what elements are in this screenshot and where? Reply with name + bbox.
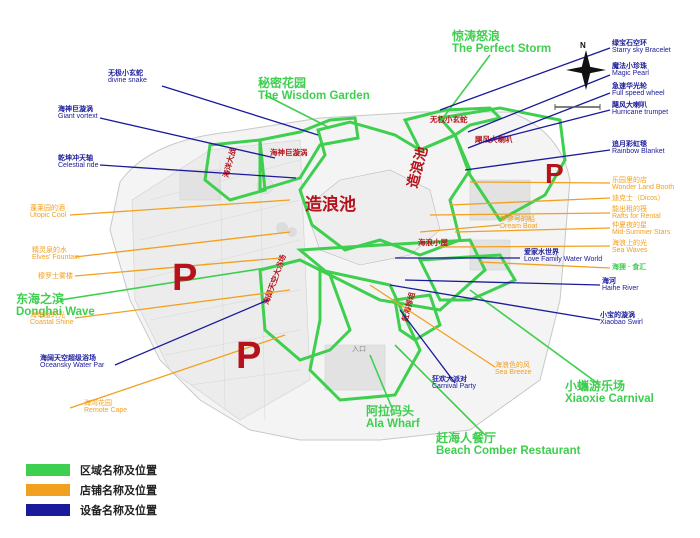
shop-elves-fountain: 精灵泉的水 Elves' Fountain	[32, 247, 80, 262]
parking-marker: P	[545, 158, 564, 189]
svg-text:海神巨漩涡: 海神巨漩涡	[270, 147, 308, 157]
zone-wisdom-garden: 秘密花园 The Wisdom Garden	[258, 76, 370, 102]
parking-marker: P	[236, 335, 262, 377]
zone-perfect-storm: 惊涛怒浪 The Perfect Storm	[452, 29, 552, 55]
shop-dicos: 迪克士（Dicos）	[612, 195, 665, 202]
legend-zone: 区域名称及位置	[26, 463, 157, 477]
shop-haili-food: 海狸 · 食汇	[612, 264, 647, 271]
wave-pool-label: 造浪池	[305, 195, 356, 214]
shop-utopic-cool: 蓬莱园的酒 Utopic Cool	[30, 205, 67, 220]
legend-swatch-zone	[26, 464, 70, 476]
ride-carnival-party: 狂欢大派对 Carnival Party	[432, 376, 476, 391]
legend-swatch-ride	[26, 504, 70, 516]
parking-marker: P	[172, 257, 198, 299]
ride-giant-vortex: 海神巨漩涡 Giant vortext	[58, 106, 98, 121]
legend-ride: 设备名称及位置	[26, 503, 157, 517]
ride-rainbow-blanket: 追月彩虹毯 Rainbow Blanket	[612, 141, 665, 156]
ride-starry-sky-bracelet: 绿宝石空环 Starry sky Bracelet	[612, 40, 671, 55]
scale-bar	[554, 104, 601, 110]
zone-leaders	[59, 54, 601, 436]
ride-haihe-river: 海河 Haihe River	[602, 278, 639, 293]
ride-divine-snake: 无极小玄蛇 divine snake	[108, 70, 147, 85]
shop-mid-summer-stars: 仲夏夜的星 Mid-Summer Stars	[612, 222, 671, 237]
shop-leaders	[69, 181, 611, 409]
shop-sea-waves: 海浪上的光 Sea Waves	[612, 240, 648, 255]
ride-oceansky-water-park: 海阔天空超级浴场 Oceansky Water Par	[40, 355, 105, 370]
shop-coastal-shine: 海市蜃的光 Coastal Shine	[30, 312, 74, 327]
ride-full-speed-wheel: 急速华光轮 Full speed wheel	[612, 83, 665, 98]
ride-love-family-water-world: 爱家水世界 Love Family Water World	[524, 249, 603, 264]
shop-sea-breeze: 海浪色的风 Sea Breeze	[495, 362, 532, 377]
shop-wonder-land-booth: 乐园里的店 Wonder Land Booth	[612, 177, 675, 192]
entrance-label: 入口	[352, 346, 366, 353]
zone-donghai-wave: 东海之滨 Donghai Wave	[16, 292, 95, 318]
ride-leaders	[99, 47, 611, 384]
zone-xiaoxie-carnival: 小蠵游乐场 Xiaoxie Carnival	[565, 379, 654, 405]
shop-rafts-for-rental: 能出租的筏 Rafts for Rental	[612, 206, 661, 221]
compass-icon: N	[566, 41, 606, 90]
ride-celestial-ride: 乾坤冲天轴 Celestial ride	[58, 155, 99, 170]
shop-mulos-mist: 穆罗士雾楼	[38, 273, 73, 280]
shop-remote-cape: 海湾花园 Remote Cape	[84, 400, 128, 415]
svg-text:无极小玄蛇: 无极小玄蛇	[429, 114, 468, 124]
ride-xiaobao-swirl: 小宝的漩涡 Xiaobao Swirl	[600, 312, 643, 327]
zone-beach-comber-restaurant: 赶海人餐厅 Beach Comber Restaurant	[436, 431, 581, 457]
ride-magic-pearl: 魔法小珍珠 Magic Pearl	[612, 63, 649, 78]
shop-dream-boat: 梦梦号的船 Dream Boat	[500, 216, 538, 231]
ride-hurricane-trumpet: 飓风大喇叭 Hurricane trumpet	[612, 102, 669, 117]
legend-swatch-shop	[26, 484, 70, 496]
svg-text:海浪小屋: 海浪小屋	[418, 237, 448, 247]
legend-shop: 店铺名称及位置	[26, 483, 157, 497]
svg-text:N: N	[580, 41, 586, 50]
svg-text:飓风大喇叭: 飓风大喇叭	[475, 134, 513, 144]
zone-ala-wharf: 阿拉码头 Ala Wharf	[366, 404, 420, 430]
